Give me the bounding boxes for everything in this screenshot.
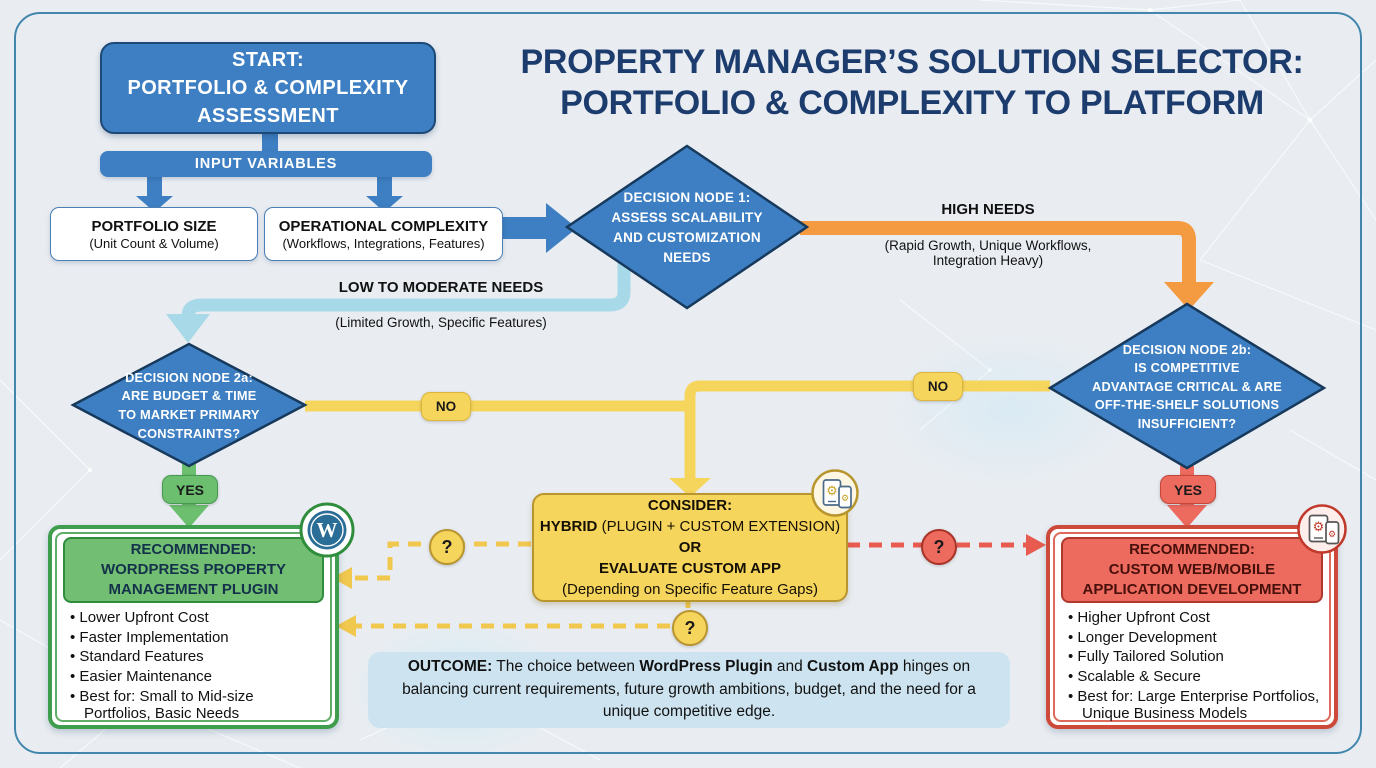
start-node: START: PORTFOLIO & COMPLEXITY ASSESSMENT [100, 42, 436, 134]
wordpress-box-header: RECOMMENDED: WORDPRESS PROPERTY MANAGEME… [63, 537, 324, 603]
bullet-item: Higher Upfront Cost [1068, 609, 1328, 627]
hybrid-devices-icon: ⚙ ⚙ [810, 468, 860, 523]
wordpress-box-bullets: Lower Upfront Cost Faster Implementation… [70, 609, 329, 725]
svg-text:⚙: ⚙ [841, 493, 849, 503]
hybrid-to-wordpress-dashed-upper [352, 541, 531, 581]
svg-text:⚙: ⚙ [826, 483, 838, 498]
decision-node-2a-diamond [70, 342, 308, 468]
outcome-bold-wordpress: WordPress Plugin [639, 658, 773, 676]
operational-complexity-subtitle: (Workflows, Integrations, Features) [282, 235, 485, 251]
yes-badge-2b: YES [1160, 475, 1216, 504]
low-needs-subtitle: (Limited Growth, Specific Features) [335, 315, 547, 330]
yes-badge-2a: YES [162, 475, 218, 504]
decision-node-1-text: DECISION NODE 1: ASSESS SCALABILITY AND … [611, 189, 763, 266]
svg-text:W: W [317, 518, 338, 542]
hybrid-line2-rest: (PLUGIN + CUSTOM EXTENSION) [597, 518, 841, 535]
operational-complexity-title: OPERATIONAL COMPLEXITY [278, 217, 489, 235]
bullet-item: Lower Upfront Cost [70, 609, 329, 627]
question-mark: ? [441, 536, 453, 557]
portfolio-size-title: PORTFOLIO SIZE [91, 217, 217, 235]
input-variables-banner: INPUT VARIABLES [100, 151, 432, 177]
hybrid-consider-box: CONSIDER: HYBRID (PLUGIN + CUSTOM EXTENS… [532, 493, 848, 602]
outcome-bold-custom: Custom App [807, 658, 899, 676]
hybrid-line2-bold: HYBRID [539, 518, 598, 535]
custom-box-header-text: RECOMMENDED: CUSTOM WEB/MOBILE APPLICATI… [1082, 541, 1302, 598]
no-label: NO [435, 399, 457, 414]
decision-node-2b-label: DECISION NODE 2b: IS COMPETITIVE ADVANTA… [1055, 308, 1319, 466]
outcome-text-2: and [772, 658, 808, 676]
portfolio-size-node: PORTFOLIO SIZE (Unit Count & Volume) [50, 207, 258, 261]
hybrid-line1: CONSIDER: [647, 497, 733, 514]
wordpress-box-header-text: RECOMMENDED: WORDPRESS PROPERTY MANAGEME… [100, 541, 287, 598]
decision-node-2b-text: DECISION NODE 2b: IS COMPETITIVE ADVANTA… [1092, 341, 1282, 431]
start-node-label: START: PORTFOLIO & COMPLEXITY ASSESSMENT [127, 49, 409, 127]
high-needs-subtitle: (Rapid Growth, Unique Workflows, Integra… [884, 238, 1092, 268]
no-label: NO [927, 379, 949, 394]
portfolio-size-subtitle: (Unit Count & Volume) [89, 235, 219, 251]
svg-text:⚙: ⚙ [1313, 519, 1325, 534]
question-badge-upper: ? [429, 529, 465, 565]
custom-app-icon: ⚙ ⚙ [1296, 503, 1348, 560]
hybrid-line5: (Depending on Specific Feature Gaps) [562, 581, 818, 598]
no-connectors [305, 380, 1050, 497]
operational-complexity-node: OPERATIONAL COMPLEXITY (Workflows, Integ… [264, 207, 503, 261]
bullet-item: Fully Tailored Solution [1068, 648, 1328, 666]
no-badge-2b: NO [913, 372, 963, 401]
decision-node-2a-label: DECISION NODE 2a: ARE BUDGET & TIME TO M… [79, 346, 299, 466]
hybrid-to-wordpress-dashed-lower [354, 599, 691, 629]
yes-label: YES [175, 481, 204, 498]
bullet-item: Best for: Large Enterprise Portfolios, U… [1068, 688, 1332, 723]
hybrid-line4: EVALUATE CUSTOM APP [599, 560, 781, 577]
question-mark: ? [933, 536, 945, 557]
input-variables-label: INPUT VARIABLES [194, 156, 338, 172]
wordpress-icon: W [298, 501, 356, 564]
decision-node-1-label: DECISION NODE 1: ASSESS SCALABILITY AND … [577, 152, 797, 304]
bullet-item: Faster Implementation [70, 629, 329, 647]
outcome-text-3: hinges on balancing current requirements… [402, 658, 976, 721]
dashed-arrowhead [332, 567, 352, 589]
question-mark: ? [684, 617, 696, 638]
custom-app-recommendation-box: RECOMMENDED: CUSTOM WEB/MOBILE APPLICATI… [1046, 525, 1338, 729]
complexity-to-decision1-arrow [501, 203, 577, 253]
no-badge-2a: NO [421, 392, 471, 421]
high-needs-connector [800, 221, 1214, 310]
decision-node-1-diamond [564, 144, 810, 310]
decision-node-2b-diamond [1047, 302, 1327, 470]
page-title: PROPERTY MANAGER’S SOLUTION SELECTOR: PO… [520, 43, 1304, 123]
svg-text:⚙: ⚙ [1328, 529, 1336, 539]
outcome-note: OUTCOME: The choice between WordPress Pl… [368, 652, 1010, 728]
banner-to-complexity-arrow [366, 175, 403, 212]
question-badge-red: ? [921, 529, 957, 565]
outcome-text: OUTCOME: The choice between WordPress Pl… [394, 656, 984, 723]
custom-box-bullets: Higher Upfront Cost Longer Development F… [1068, 609, 1328, 725]
banner-to-portfolio-arrow [136, 175, 173, 212]
low-needs-label: LOW TO MODERATE NEEDS [338, 279, 544, 296]
question-badge-lower: ? [672, 610, 708, 646]
dashed-arrowhead [1026, 534, 1046, 556]
bullet-item: Best for: Small to Mid-size Portfolios, … [70, 688, 292, 723]
bullet-item: Longer Development [1068, 629, 1328, 647]
custom-box-header: RECOMMENDED: CUSTOM WEB/MOBILE APPLICATI… [1061, 537, 1323, 603]
outcome-text-1: The choice between [492, 658, 640, 676]
dashed-arrowhead [336, 615, 356, 637]
decision-node-2a-text: DECISION NODE 2a: ARE BUDGET & TIME TO M… [118, 369, 260, 441]
outcome-bold-prefix: OUTCOME: [407, 658, 493, 676]
low-needs-connector [166, 262, 631, 343]
bullet-item: Easier Maintenance [70, 668, 329, 686]
high-needs-label: HIGH NEEDS [941, 201, 1035, 218]
bullet-item: Scalable & Secure [1068, 668, 1328, 686]
hybrid-line3: OR [678, 539, 702, 556]
bullet-item: Standard Features [70, 648, 329, 666]
yes-label: YES [1173, 481, 1202, 498]
wordpress-recommendation-box: RECOMMENDED: WORDPRESS PROPERTY MANAGEME… [48, 525, 339, 729]
